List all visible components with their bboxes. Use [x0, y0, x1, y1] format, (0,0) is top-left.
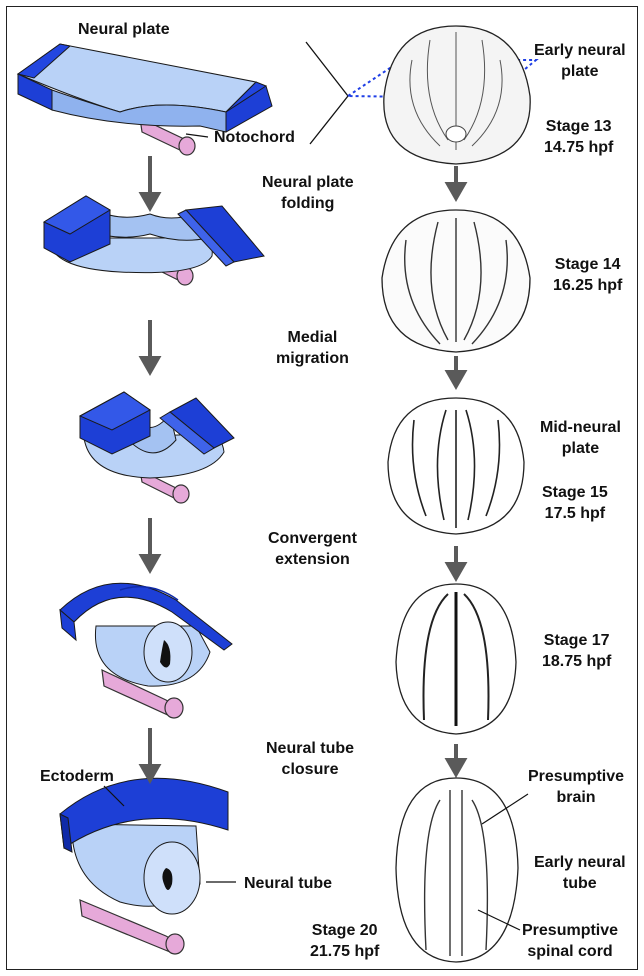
label-notochord: Notochord	[214, 127, 295, 148]
early-neural-plate-line-1: Early neural	[534, 40, 626, 61]
stage-17-time: 18.75 hpf	[542, 651, 611, 672]
stage-13-name: Stage 13	[544, 116, 613, 137]
step-3-label: Convergent extension	[268, 528, 357, 570]
schematic-neural-tube	[60, 778, 228, 954]
embryo-stage13	[384, 26, 530, 164]
embryo-stage20	[396, 778, 518, 962]
step-2-line-1: Medial	[276, 327, 349, 348]
label-neural-plate: Neural plate	[78, 19, 170, 40]
label-neural-tube: Neural tube	[244, 873, 332, 894]
stage-15-name: Stage 15	[542, 482, 608, 503]
step-3-line-1: Convergent	[268, 528, 357, 549]
stage-13-time: 14.75 hpf	[544, 137, 613, 158]
schematic-closure	[60, 583, 232, 718]
step-2-line-2: migration	[276, 348, 349, 369]
label-early-neural-tube: Early neural tube	[534, 852, 626, 894]
early-neural-tube-line-2: tube	[534, 873, 626, 894]
label-presumptive-spinal-cord: Presumptive spinal cord	[522, 920, 618, 962]
step-4-line-1: Neural tube	[266, 738, 354, 759]
label-mid-neural-plate: Mid-neural plate	[540, 417, 621, 459]
label-stage-20: Stage 20 21.75 hpf	[310, 920, 379, 962]
mid-neural-plate-line-2: plate	[540, 438, 621, 459]
notochord-pointer	[186, 134, 208, 137]
embryo-stage15	[388, 398, 524, 534]
label-stage-17: Stage 17 18.75 hpf	[542, 630, 611, 672]
label-presumptive-brain: Presumptive brain	[528, 766, 624, 808]
stage-15-time: 17.5 hpf	[542, 503, 608, 524]
step-1-line-1: Neural plate	[262, 172, 354, 193]
stage-20-time: 21.75 hpf	[310, 941, 379, 962]
presumptive-brain-line-1: Presumptive	[528, 766, 624, 787]
schematic-medial-migration	[80, 392, 234, 503]
embryo-stage14	[382, 210, 530, 352]
early-neural-plate-line-2: plate	[534, 61, 626, 82]
schematic-folding	[44, 196, 264, 285]
early-neural-tube-line-1: Early neural	[534, 852, 626, 873]
notochord-end-1	[179, 137, 195, 155]
step-1-label: Neural plate folding	[262, 172, 354, 214]
stage-14-time: 16.25 hpf	[553, 275, 622, 296]
label-stage-13: Stage 13 14.75 hpf	[544, 116, 613, 158]
label-ectoderm: Ectoderm	[40, 766, 114, 787]
presumptive-brain-line-2: brain	[528, 787, 624, 808]
stage-17-name: Stage 17	[542, 630, 611, 651]
presumptive-spinal-cord-line-1: Presumptive	[522, 920, 618, 941]
stage-20-name: Stage 20	[310, 920, 379, 941]
step-2-label: Medial migration	[276, 327, 349, 369]
mid-neural-plate-line-1: Mid-neural	[540, 417, 621, 438]
step-3-line-2: extension	[268, 549, 357, 570]
label-stage-14: Stage 14 16.25 hpf	[553, 254, 622, 296]
step-4-label: Neural tube closure	[266, 738, 354, 780]
stage-14-name: Stage 14	[553, 254, 622, 275]
label-stage-15: Stage 15 17.5 hpf	[542, 482, 608, 524]
step-4-line-2: closure	[266, 759, 354, 780]
presumptive-spinal-cord-line-2: spinal cord	[522, 941, 618, 962]
label-early-neural-plate: Early neural plate	[534, 40, 626, 82]
embryo-stage17	[396, 584, 516, 734]
step-1-line-2: folding	[262, 193, 354, 214]
